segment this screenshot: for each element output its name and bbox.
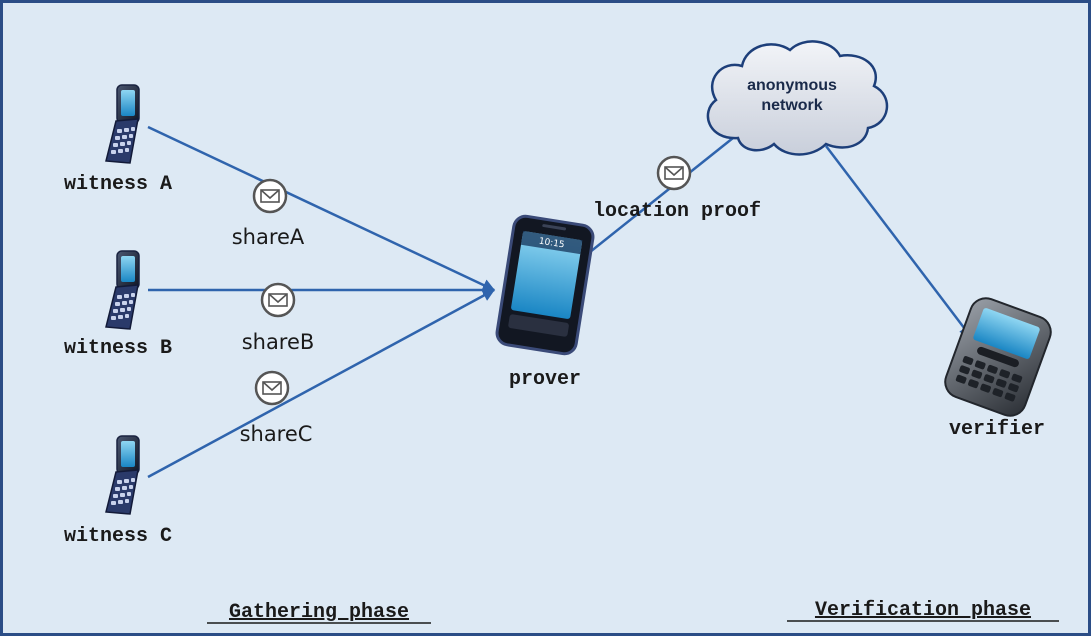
edge-witness-a-to-prover — [147, 125, 496, 292]
share-b-label: shareB — [242, 330, 315, 354]
cloud-label-line2: network — [761, 97, 822, 114]
verification-phase-label: Verification phase — [815, 599, 1031, 622]
location-proof-message: location proof — [593, 155, 761, 223]
witness-a-node: witness A — [64, 84, 172, 196]
edge-witness-c-to-prover — [147, 288, 496, 479]
gathering-phase-label: Gathering phase — [229, 601, 409, 624]
witness-c-label: witness C — [64, 525, 172, 548]
prover-node: 10:15 prover — [495, 214, 595, 391]
share-a-envelope-icon — [252, 178, 288, 214]
location-proof-label: location proof — [593, 200, 761, 223]
witness-b-label: witness B — [64, 337, 172, 360]
share-c-message: shareC — [240, 370, 313, 446]
edge-network-to-verifier — [825, 145, 972, 338]
share-a-label: shareA — [232, 225, 305, 249]
verifier-node: verifier — [944, 297, 1052, 441]
edge-prover-to-network — [589, 133, 739, 253]
prover-smartphone-icon: 10:15 — [495, 214, 595, 356]
share-a-message: shareA — [232, 178, 305, 249]
share-b-envelope-icon — [260, 282, 296, 318]
share-c-envelope-icon — [254, 370, 290, 406]
network-node: anonymous network — [706, 40, 889, 156]
cloud-label-line1: anonymous — [747, 77, 837, 94]
prover-screen-clock: 10:15 — [538, 237, 565, 251]
prover-label: prover — [509, 368, 581, 391]
verifier-phone-icon — [944, 297, 1052, 417]
location-proof-envelope-icon — [656, 155, 692, 191]
share-c-label: shareC — [240, 422, 313, 446]
cloud-icon — [706, 40, 889, 156]
verifier-label: verifier — [949, 418, 1045, 441]
witness-a-label: witness A — [64, 173, 172, 196]
edges — [147, 125, 972, 479]
share-b-message: shareB — [242, 282, 315, 354]
witness-c-node: witness C — [64, 435, 172, 548]
witness-b-node: witness B — [64, 250, 172, 360]
